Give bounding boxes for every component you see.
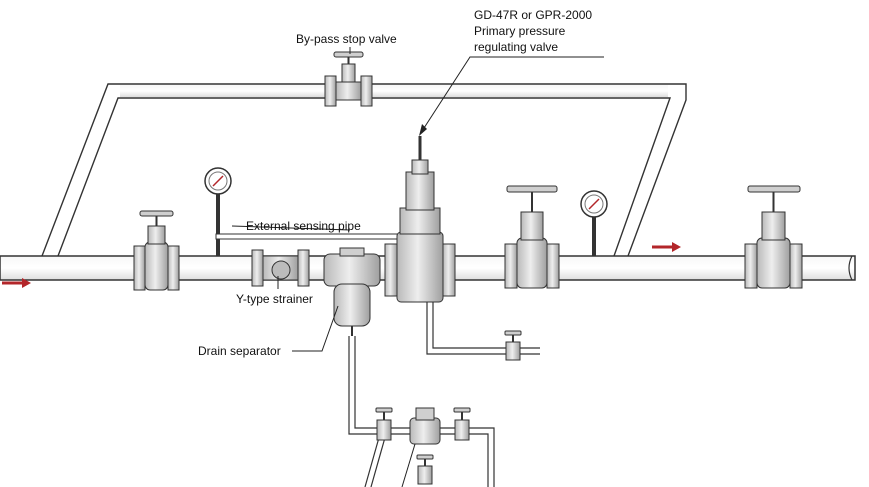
- inlet-pressure-gauge-icon: [204, 167, 232, 256]
- label-bypass-valve: By-pass stop valve: [296, 32, 397, 46]
- steam-trap: [409, 407, 441, 445]
- flow-in-arrow-icon: [2, 278, 31, 288]
- label-strainer: Y-type strainer: [236, 292, 313, 306]
- bypass-stop-valve: [324, 51, 373, 107]
- trap-isolation-valve-right: [453, 407, 471, 441]
- leader-lines: [231, 47, 604, 487]
- model-pointer-arrow-icon: [419, 124, 427, 136]
- inlet-stop-valve: [133, 210, 180, 291]
- trap-bypass-valve: [416, 454, 434, 485]
- drain-separator: [323, 247, 381, 336]
- label-sensing-pipe: External sensing pipe: [246, 219, 361, 233]
- outlet-stop-valve-2: [744, 185, 803, 289]
- trap-isolation-valve-left: [375, 407, 393, 441]
- bypass-pipe: [41, 83, 687, 257]
- flow-out-arrow-icon: [652, 242, 681, 252]
- regulator-drain-line: [426, 302, 540, 355]
- drain-valve-small: [504, 330, 522, 361]
- external-sensing-pipe: [215, 233, 401, 240]
- pressure-regulating-valve: [384, 136, 456, 303]
- label-model-line3: regulating valve: [474, 40, 558, 54]
- label-separator: Drain separator: [198, 344, 281, 358]
- label-model-line2: Primary pressure: [474, 24, 566, 38]
- outlet-stop-valve-1: [504, 185, 560, 289]
- outlet-pressure-gauge-icon: [580, 190, 608, 256]
- label-model-line1: GD-47R or GPR-2000: [474, 8, 592, 22]
- y-type-strainer: [251, 249, 310, 287]
